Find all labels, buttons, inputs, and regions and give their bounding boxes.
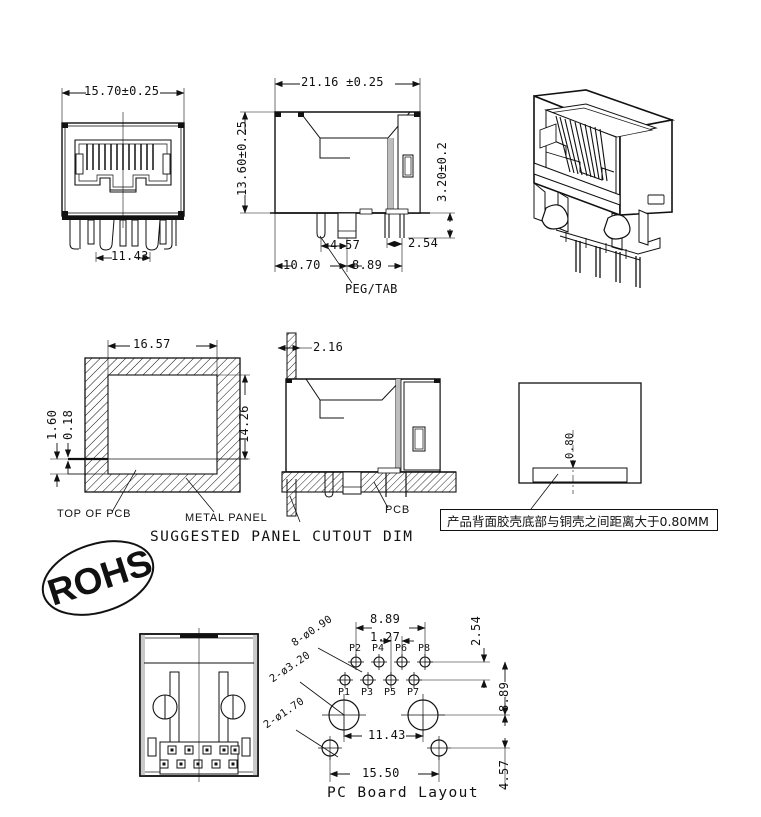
dim-side-peg-to-pin: 8.89 — [352, 258, 383, 272]
dim-panel-thickness: 0.18 — [61, 409, 75, 440]
panel-cutout-geometry — [50, 340, 250, 513]
pin-label-p3: P3 — [361, 687, 374, 698]
panel-side-geometry — [277, 332, 457, 523]
metal-panel-label: METAL PANEL — [185, 512, 268, 524]
dim-side-tail-height: 3.20±0.2 — [435, 141, 449, 202]
front-view-geometry — [61, 88, 185, 262]
clearance-note-text: 产品背面胶壳底部与铜壳之间距离大于0.80MM — [447, 513, 709, 529]
dim-rear-clearance: 0.80 — [564, 432, 576, 460]
pin-label-p1: P1 — [338, 687, 351, 698]
rohs-mark-geometry — [41, 540, 155, 616]
pin-label-p2: P2 — [349, 643, 362, 654]
dim-pcb-vert-span: 8.89 — [497, 681, 511, 712]
rear-detail-geometry — [518, 382, 642, 510]
dim-side-length: 21.16 ±0.25 — [301, 75, 384, 89]
pin-label-p7: P7 — [407, 687, 420, 698]
dim-front-inner-width: 11.43 — [111, 249, 149, 263]
pcb-label: PCB — [385, 504, 411, 516]
dim-pcb-pin-span: 8.89 — [370, 612, 401, 626]
dim-panel-gap: 2.16 — [313, 340, 344, 354]
dim-cutout-width: 16.57 — [133, 337, 171, 351]
panel-cutout-title: SUGGESTED PANEL CUTOUT DIM — [150, 529, 414, 545]
dim-pcb-hole-span: 11.43 — [368, 728, 406, 742]
pcb-layout-geometry — [295, 622, 510, 790]
dim-pcb-pin-pitch: 1.27 — [370, 630, 401, 644]
rear-view-geometry — [139, 628, 259, 782]
dim-side-pin-pitch: 2.54 — [408, 236, 439, 250]
pin-label-p6: P6 — [395, 643, 408, 654]
dim-pcb-vert-lower: 4.57 — [497, 759, 511, 790]
isometric-view-geometry — [533, 89, 676, 288]
dim-cutout-height: 14.26 — [237, 405, 251, 443]
pcb-layout-title: PC Board Layout — [327, 785, 479, 801]
side-view-geometry — [240, 78, 455, 284]
dim-side-peg-pos: 4.57 — [330, 238, 361, 252]
dim-pcb-outer-span: 15.50 — [362, 766, 400, 780]
pin-label-p4: P4 — [372, 643, 385, 654]
pin-label-p8: P8 — [418, 643, 431, 654]
pin-label-p5: P5 — [384, 687, 397, 698]
dim-side-height: 13.60±0.25 — [235, 120, 249, 196]
dim-cutout-offset-top: 1.60 — [45, 409, 59, 440]
dim-pcb-row-offset: 2.54 — [469, 615, 483, 646]
top-of-pcb-label: TOP OF PCB — [57, 508, 132, 520]
peg-tab-label: PEG/TAB — [345, 282, 398, 296]
dim-side-front-to-peg: 10.70 — [283, 258, 321, 272]
clearance-note-box: 产品背面胶壳底部与铜壳之间距离大于0.80MM — [440, 509, 718, 531]
dim-front-width: 15.70±0.25 — [84, 84, 160, 98]
